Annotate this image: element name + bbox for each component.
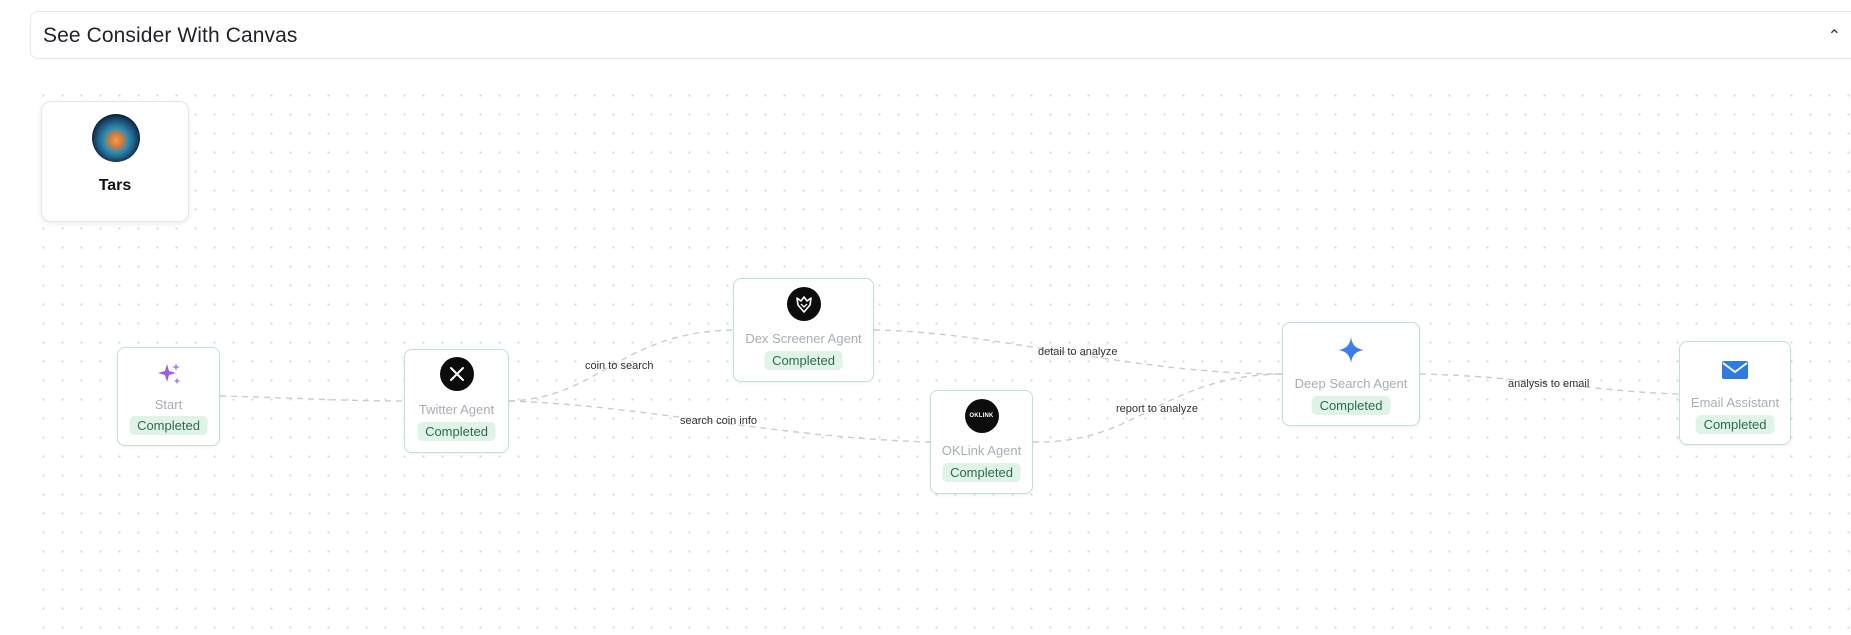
chevron-up-icon[interactable]: ⌃ [1827,28,1841,45]
node-dex-status-badge: Completed [764,351,843,370]
tars-label: Tars [98,177,132,194]
node-dex-title: Dex Screener Agent [745,331,862,346]
node-twitter-title: Twitter Agent [418,402,495,417]
edge-label-report-to-analyze: report to analyze [1116,403,1198,415]
node-twitter-agent[interactable]: Twitter Agent Completed [404,349,509,453]
edge-start-twitter [219,395,405,402]
node-start-status-badge: Completed [129,416,208,435]
node-email-title: Email Assistant [1690,395,1780,410]
edge-label-search-coin-info: search coin info [680,415,757,427]
edge-oklink-deep [1032,373,1283,443]
node-deep-status-badge: Completed [1311,396,1391,415]
sparkle-icon [151,356,187,392]
edge-label-coin-to-search: coin to search [585,360,653,372]
node-email-assistant[interactable]: Email Assistant Completed [1679,341,1791,445]
node-twitter-status-badge: Completed [417,422,496,441]
edge-twitter-dex [508,329,734,402]
node-oklink-agent[interactable]: OKLINK OKLink Agent Completed [930,390,1033,494]
planet-avatar-icon [92,114,140,162]
node-start[interactable]: Start Completed [117,347,220,446]
x-logo-icon [439,356,475,392]
node-oklink-status-badge: Completed [942,463,1021,482]
canvas-title: See Consider With Canvas [43,24,298,47]
edge-deep-email [1419,373,1680,395]
tars-card[interactable]: Tars [41,101,189,222]
workflow-canvas[interactable] [30,82,1851,635]
node-start-title: Start [154,397,183,412]
oklink-logo-icon: OKLINK [964,398,1000,434]
canvas-header[interactable]: See Consider With Canvas ⌃ [30,11,1851,59]
edge-label-analysis-to-email: analysis to email [1508,378,1589,390]
node-deep-search-agent[interactable]: Deep Search Agent Completed [1282,322,1420,426]
node-oklink-title: OKLink Agent [941,443,1022,458]
node-dex-screener-agent[interactable]: Dex Screener Agent Completed [733,278,874,382]
star-sparkle-icon [1333,332,1369,368]
dex-screener-logo-icon [786,286,822,322]
node-email-status-badge: Completed [1695,415,1775,434]
envelope-icon [1717,352,1753,388]
edge-label-detail-to-analyze: detail to analyze [1038,346,1118,358]
node-deep-title: Deep Search Agent [1294,376,1408,391]
